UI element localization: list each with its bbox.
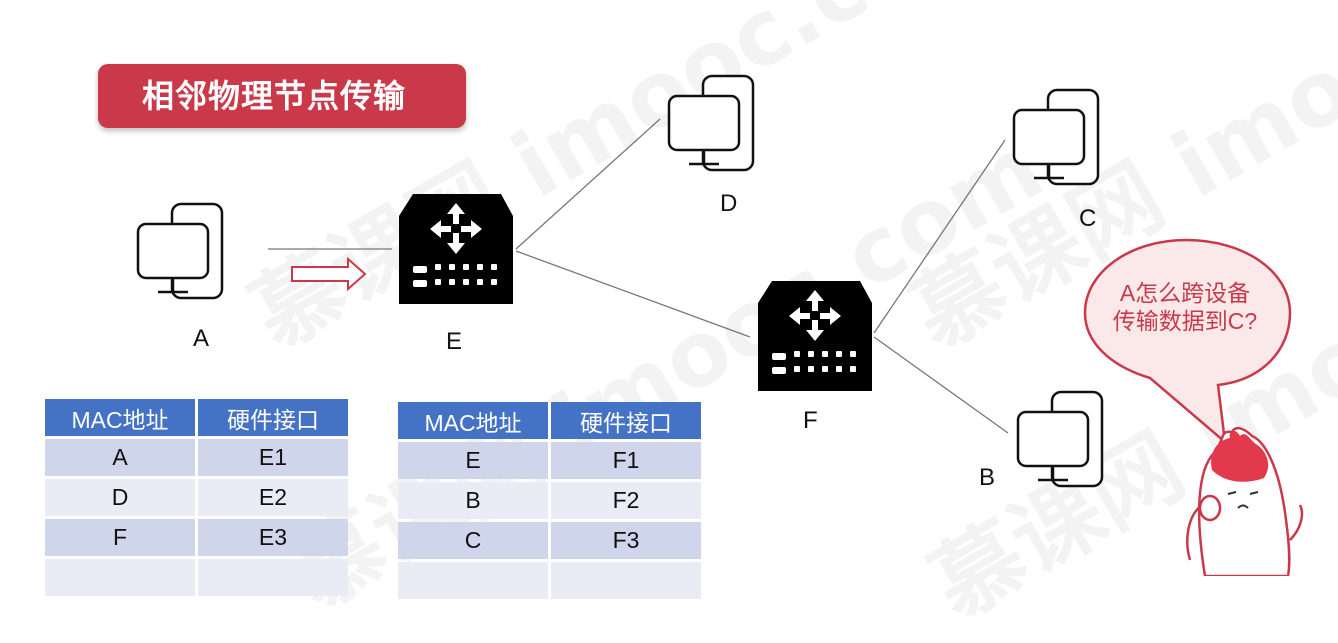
link-e-f: [515, 250, 751, 338]
link-e-d: [515, 118, 661, 250]
table-cell: E: [398, 442, 548, 479]
node-label-e: E: [446, 328, 463, 355]
table-cell: A: [45, 439, 195, 476]
network-diagram: [136, 74, 1304, 576]
node-label-b: B: [979, 464, 996, 491]
arrow-icon: [291, 256, 367, 292]
table-row: F E3: [45, 519, 348, 556]
table-row: E F1: [398, 442, 701, 479]
computer-a-icon: [136, 202, 224, 300]
table-cell: F2: [551, 482, 701, 519]
table-cell: E3: [198, 519, 348, 556]
table-cell: B: [398, 482, 548, 519]
link-f-b: [873, 336, 1009, 434]
table-cell: [398, 562, 548, 599]
links: [268, 118, 1009, 434]
table-cell: [45, 559, 195, 596]
table-cell: F1: [551, 442, 701, 479]
table-row: D E2: [45, 479, 348, 516]
table-cell: F3: [551, 522, 701, 559]
table-row: B F2: [398, 482, 701, 519]
router-e-icon: [399, 194, 513, 304]
table-header: MAC地址: [398, 402, 548, 439]
table-row: C F3: [398, 522, 701, 559]
computer-d-icon: [667, 74, 755, 172]
computer-c-icon: [1012, 88, 1100, 186]
table-cell: D: [45, 479, 195, 516]
mac-table-f: MAC地址 硬件接口 E F1 B F2 C F3: [395, 399, 704, 602]
speech-bubble: [1083, 238, 1292, 446]
table-header: MAC地址: [45, 399, 195, 436]
speech-line-2: 传输数据到C?: [1112, 308, 1258, 334]
node-label-d: D: [720, 190, 738, 217]
link-f-c: [873, 139, 1006, 334]
table-cell: E2: [198, 479, 348, 516]
table-header: 硬件接口: [198, 399, 348, 436]
router-f-icon: [758, 281, 872, 391]
node-label-a: A: [193, 325, 210, 352]
table-cell: [551, 562, 701, 599]
speech-line-1: A怎么跨设备: [1119, 280, 1251, 306]
table-row: [398, 562, 701, 599]
speech-bubble-text: A怎么跨设备 传输数据到C?: [1103, 279, 1267, 335]
table-row: [45, 559, 348, 596]
table-cell: [198, 559, 348, 596]
mascot-icon: [1186, 426, 1304, 576]
table-cell: C: [398, 522, 548, 559]
page-title: 相邻物理节点传输: [98, 64, 466, 128]
mac-table-e: MAC地址 硬件接口 A E1 D E2 F E3: [42, 396, 351, 599]
table-cell: F: [45, 519, 195, 556]
table-header: 硬件接口: [551, 402, 701, 439]
node-label-f: F: [803, 407, 818, 434]
table-cell: E1: [198, 439, 348, 476]
computer-b-icon: [1016, 390, 1104, 488]
table-row: A E1: [45, 439, 348, 476]
node-label-c: C: [1079, 205, 1097, 232]
